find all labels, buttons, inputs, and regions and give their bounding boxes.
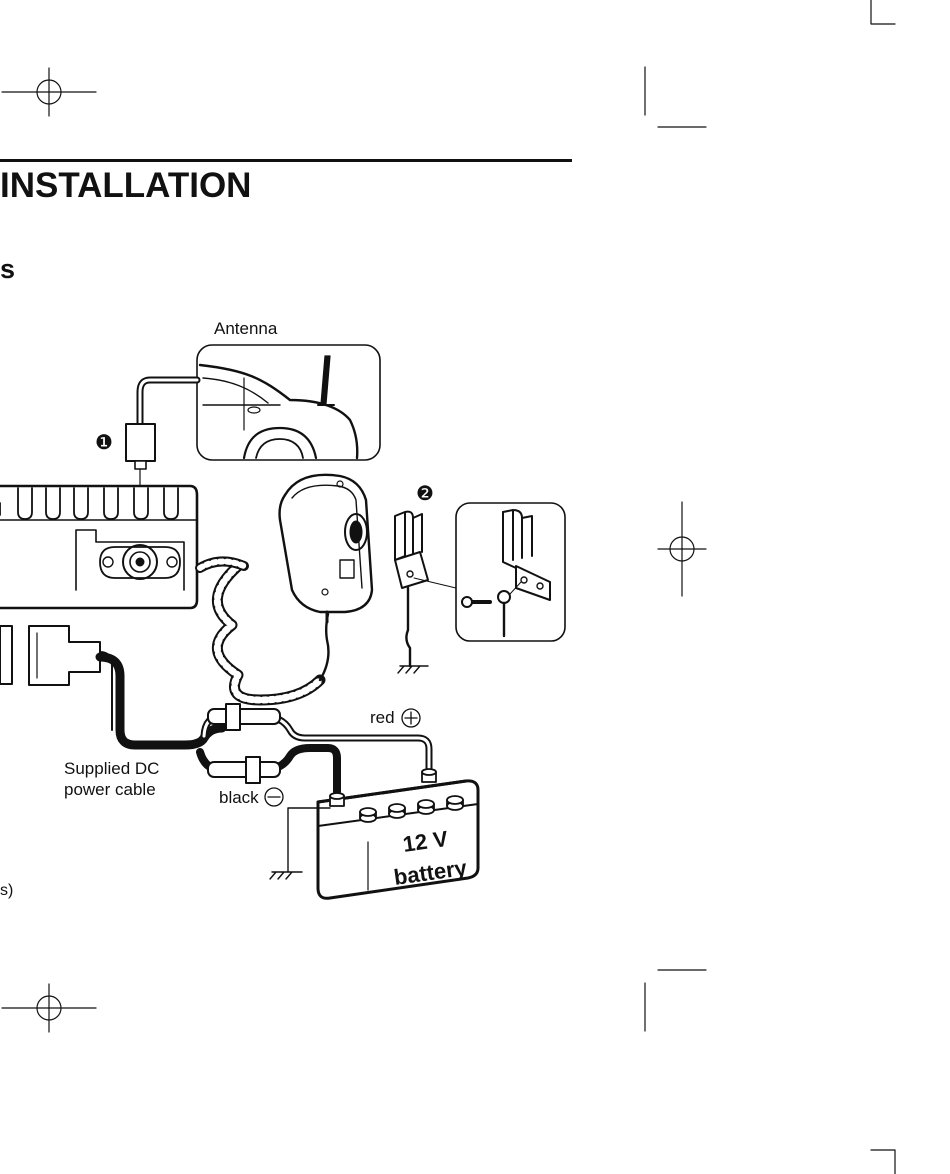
antenna-label: Antenna bbox=[214, 319, 278, 338]
registration-mark-top-left bbox=[1, 67, 97, 117]
dc-power-cable bbox=[95, 651, 433, 796]
crop-marks bbox=[644, 0, 896, 1174]
registration-mark-bottom-left bbox=[1, 983, 97, 1033]
cable-label-line2: power cable bbox=[64, 780, 156, 799]
car-antenna-illustration bbox=[196, 344, 381, 461]
heatsink-fins bbox=[0, 487, 179, 520]
header-rule bbox=[0, 159, 572, 162]
chassis-ground bbox=[269, 807, 331, 880]
red-wire-label: red bbox=[370, 708, 395, 727]
battery-terminals bbox=[329, 768, 437, 807]
black-wire-label: black bbox=[219, 788, 259, 807]
section-title: INSTALLATION bbox=[0, 166, 252, 205]
car-battery bbox=[316, 768, 480, 900]
registration-mark-right bbox=[657, 501, 707, 597]
cropped-note-fragment: s) bbox=[0, 882, 13, 899]
mic-hanger-bracket bbox=[394, 510, 457, 674]
minus-symbol bbox=[264, 787, 284, 807]
transceiver-body bbox=[0, 484, 199, 610]
callout-1: ❶ bbox=[95, 432, 113, 454]
plus-symbol bbox=[401, 708, 421, 728]
microphone bbox=[195, 473, 374, 706]
cable-label-line1: Supplied DC bbox=[64, 759, 159, 778]
bracket-detail-inset bbox=[455, 502, 566, 642]
subheading-fragment: s bbox=[0, 254, 16, 284]
power-connector bbox=[0, 625, 101, 686]
callout-2: ❷ bbox=[416, 483, 434, 505]
antenna-cable bbox=[136, 376, 201, 428]
